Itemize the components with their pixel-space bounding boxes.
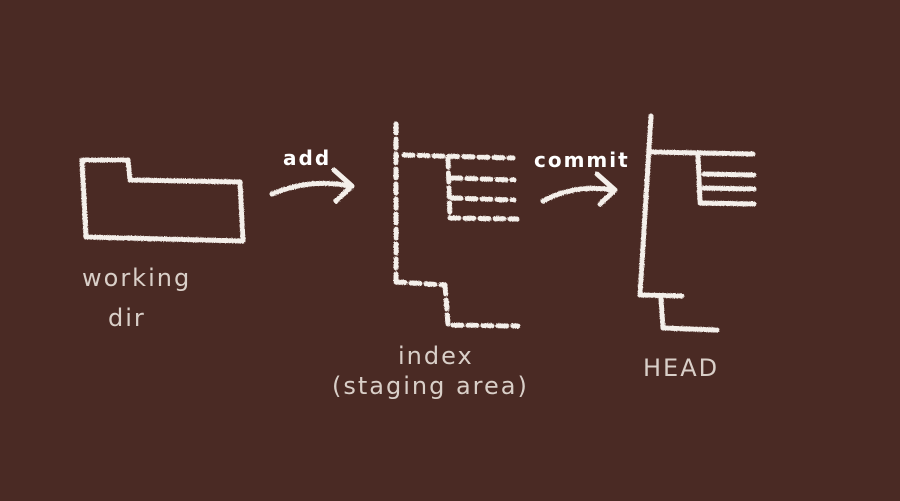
add-arrow-icon: [269, 167, 355, 204]
head-label: HEAD: [643, 354, 720, 382]
commit-arrow-icon: [540, 171, 618, 207]
folder-icon: [79, 157, 246, 244]
tree-icon: [637, 113, 757, 333]
index-label-line2: (staging area): [332, 372, 529, 400]
dashed-tree-icon: [393, 121, 521, 329]
working-dir-label-line1: working: [82, 264, 192, 292]
working-dir-label-line2: dir: [108, 304, 146, 332]
index-label-line1: index: [398, 342, 474, 370]
add-edge-label: add: [283, 146, 332, 170]
commit-edge-label: commit: [534, 148, 630, 172]
